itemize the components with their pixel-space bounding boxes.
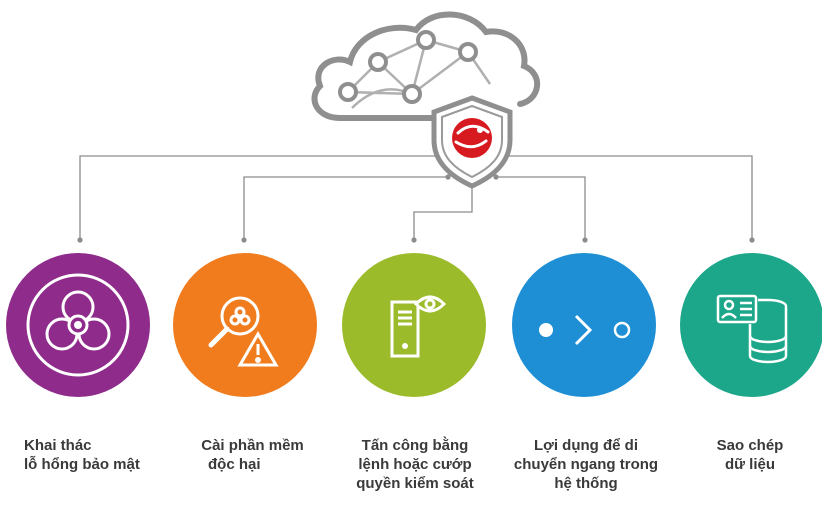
stage-label-4-line-1: Lợi dụng để di — [534, 437, 638, 454]
connector-2 — [243, 176, 448, 240]
stage-label-1: Khai thác lỗ hổng bảo mật — [24, 436, 140, 474]
stage-label-1-line-2: lỗ hổng bảo mật — [24, 456, 140, 473]
stage-label-4-line-3: hệ thống — [554, 475, 618, 492]
stage-label-4-line-2: chuyển ngang trong — [513, 456, 659, 473]
connector-3 — [413, 184, 473, 240]
biohazard-icon — [26, 273, 130, 377]
server-eye-icon — [390, 295, 447, 358]
stage-label-2-line-2: độc hại — [208, 456, 261, 473]
connector-dots — [77, 153, 755, 243]
id-card-database-icon — [716, 294, 788, 364]
security-shield-icon — [431, 95, 513, 189]
stage-label-3: Tấn công bằng lệnh hoặc cướp quyền kiểm … — [345, 436, 485, 493]
stage-label-5-line-2: dữ liệu — [724, 456, 776, 473]
connector-5 — [506, 155, 753, 240]
stage-label-2-line-1: Cài phần mềm — [201, 437, 304, 454]
stage-label-4: Lợi dụng để di chuyển ngang trong hệ thố… — [506, 436, 666, 493]
lateral-movement-icon — [539, 314, 631, 346]
stage-label-5: Sao chép dữ liệu — [700, 436, 800, 474]
stage-label-1-line-1: Khai thác — [24, 437, 92, 454]
connector-1 — [79, 155, 440, 240]
connector-4 — [496, 176, 586, 240]
stage-label-2: Cài phần mềm độc hại — [190, 436, 315, 474]
stage-label-3-line-3: quyền kiểm soát — [356, 475, 474, 492]
connector-lines — [79, 155, 753, 240]
stage-circle-3 — [342, 253, 486, 397]
stage-label-5-line-1: Sao chép — [716, 437, 784, 454]
stage-label-3-line-1: Tấn công bằng — [361, 437, 469, 454]
stage-label-3-line-2: lệnh hoặc cướp — [358, 456, 472, 473]
malware-search-warning-icon — [208, 296, 279, 367]
cloud-network-icon — [311, 11, 541, 121]
